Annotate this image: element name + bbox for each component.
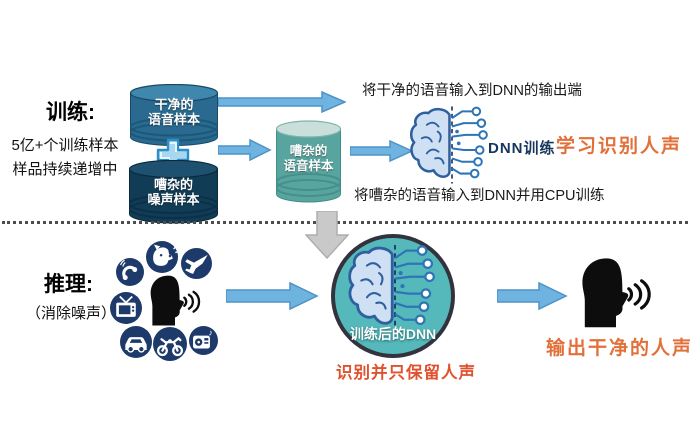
output-clean-voice-highlight: 输出干净的人声 bbox=[546, 338, 690, 359]
training-note-line2: 样品持续递增中 bbox=[12, 161, 118, 178]
car-icon bbox=[120, 326, 152, 358]
clean-voice-samples-label: 干净的 语音样本 bbox=[147, 97, 200, 127]
music-player-icon: ♪ bbox=[189, 326, 218, 355]
arrow-noisy-voice-to-dnn bbox=[350, 139, 413, 163]
arrow-mix-to-noisy-voice bbox=[218, 138, 272, 162]
section-divider bbox=[2, 221, 688, 224]
annotation-noisy-input: 将嘈杂的语音输入到DNN并用CPU训练 bbox=[354, 188, 605, 204]
speaking-head-icon bbox=[576, 253, 656, 331]
training-note: 5亿+个训练样本 样品持续递增中 bbox=[2, 134, 128, 182]
airplane-icon bbox=[181, 248, 212, 279]
dog-icon bbox=[146, 241, 178, 273]
noisy-voice-samples-label: 嘈杂的 语音样本 bbox=[283, 144, 334, 173]
inference-subtitle: （消除噪声） bbox=[26, 305, 117, 322]
down-arrow-icon bbox=[305, 211, 349, 259]
training-note-line1: 5亿+个训练样本 bbox=[11, 137, 119, 154]
arrow-dnn-to-output bbox=[497, 281, 568, 311]
training-title: 训练: bbox=[46, 101, 95, 124]
arrow-clean-to-dnn bbox=[218, 90, 346, 114]
motorcycle-icon bbox=[153, 327, 187, 361]
trained-dnn-label: 训练后的DNN bbox=[349, 326, 437, 342]
inference-title: 推理: bbox=[44, 273, 93, 296]
noise-samples-cylinder: 嘈杂的 噪声样本 bbox=[128, 159, 219, 224]
clean-voice-samples-cylinder: 干净的 语音样本 bbox=[129, 83, 219, 146]
dnn-brain-icon bbox=[410, 106, 494, 184]
learn-voice-highlight: 学习识别人声 bbox=[556, 136, 683, 157]
speaking-head-icon bbox=[146, 272, 204, 328]
dnn-brain-icon bbox=[348, 245, 442, 331]
annotation-clean-input: 将干净的语音输入到DNN的输出端 bbox=[362, 83, 582, 99]
tv-icon bbox=[110, 292, 142, 324]
recognize-voice-highlight: 识别并只保留人声 bbox=[336, 364, 476, 382]
arrow-noise-to-trained-dnn bbox=[226, 281, 319, 311]
music-note-glyph: ♪ bbox=[208, 328, 212, 338]
database-icon bbox=[275, 120, 342, 203]
noise-samples-label: 嘈杂的 噪声样本 bbox=[147, 177, 200, 207]
trained-dnn-circle: 训练后的DNN bbox=[331, 234, 455, 358]
dnn-training-label: DNN训练 bbox=[488, 140, 556, 157]
database-icon bbox=[129, 83, 219, 146]
phone-icon bbox=[116, 258, 144, 286]
noisy-voice-samples-cylinder: 嘈杂的 语音样本 bbox=[275, 120, 342, 204]
